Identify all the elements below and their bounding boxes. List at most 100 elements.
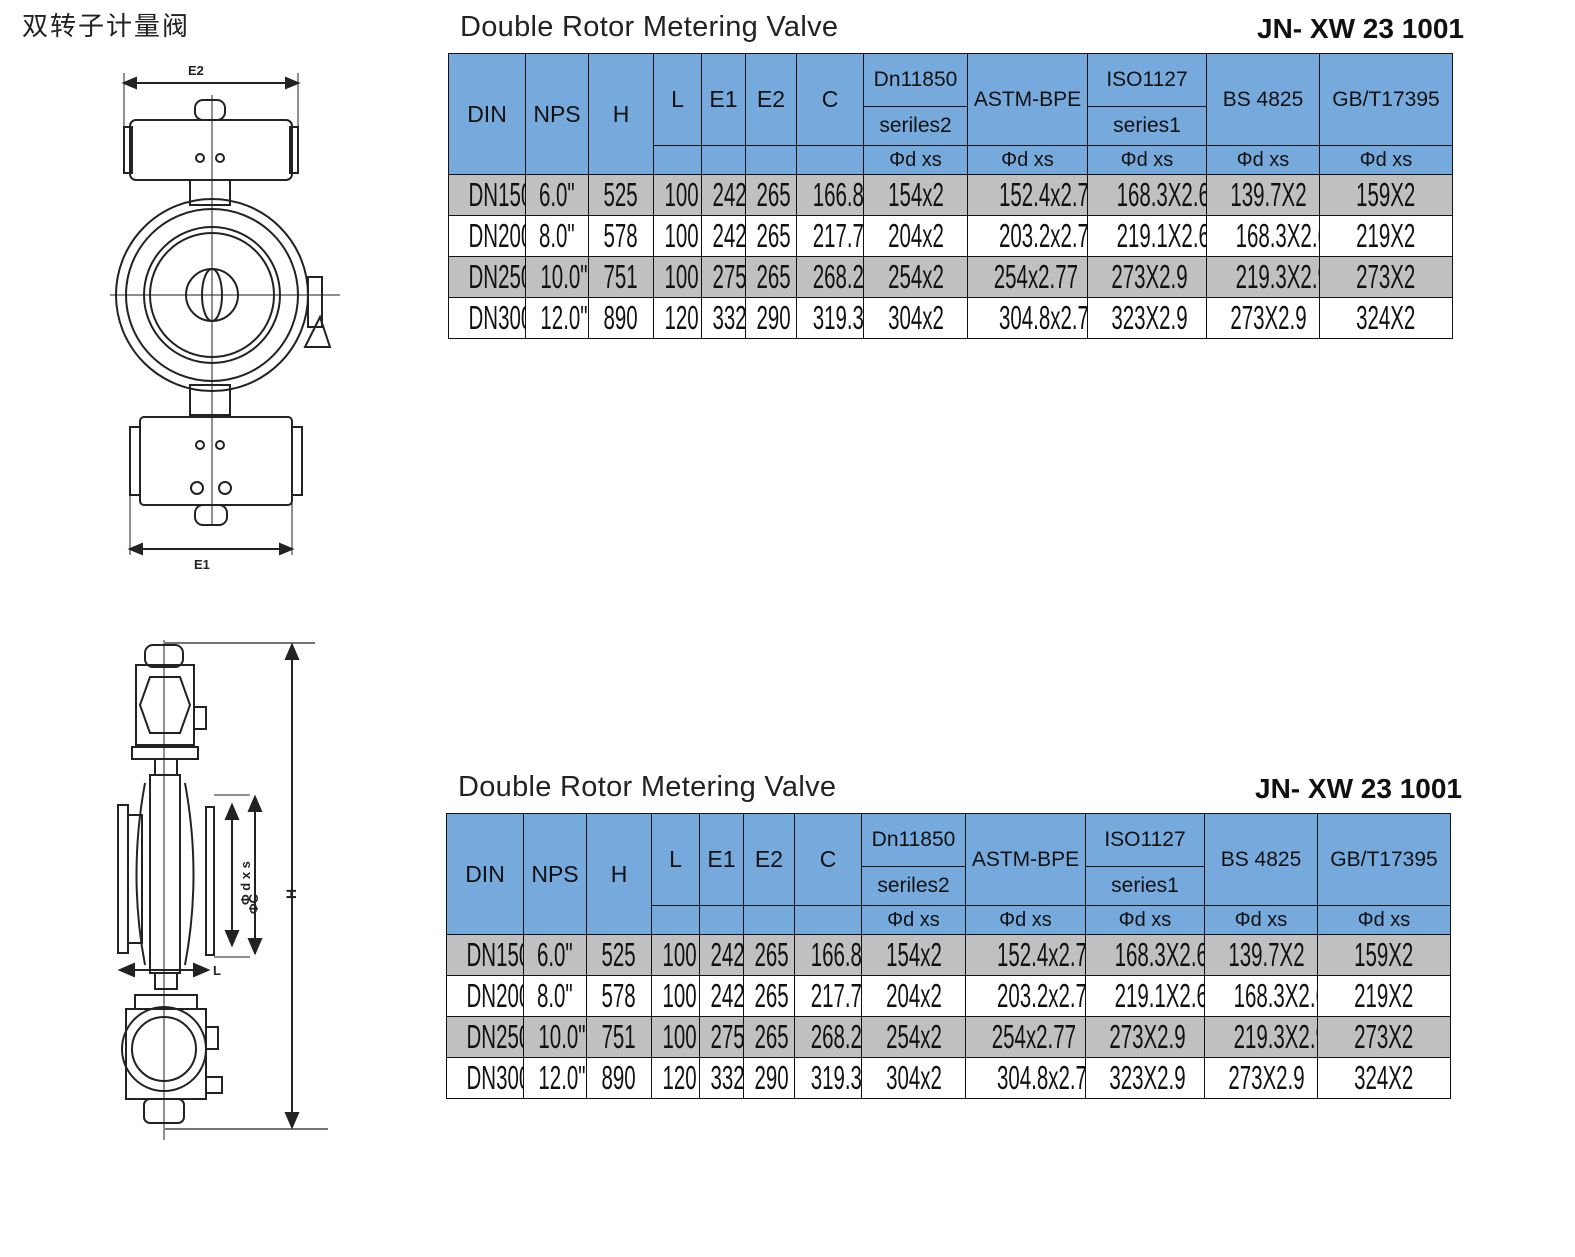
cell-bs4825: 219.3X2.9 [1204,1016,1318,1058]
cell-value: 12.0" [538,1059,586,1096]
cell-value: 100 [662,1018,697,1055]
spec-table: DIN NPS H L E1 E2 C Dn11850 ASTM-BPE ISO… [448,53,1453,339]
cell-gbt17395: 159X2 [1317,934,1451,976]
cell-value: 578 [601,977,637,1014]
cell-nps: 10.0" [525,256,589,298]
header-e2-blank [745,145,797,175]
header-astm-bpe: ASTM-BPE [965,813,1086,906]
cell-value: 254x2.77 [993,258,1078,295]
cell-value: 217.7 [810,977,862,1014]
cell-value: 265 [754,1018,789,1055]
cell-nps: 6.0" [525,174,589,216]
cell-value: 139.7X2 [1228,936,1305,973]
cell-value: 203.2x2.77 [999,217,1086,254]
cell-l: 100 [651,1016,700,1058]
header-e2: E2 [743,813,795,906]
cell-value: 304.8x2.77 [997,1059,1084,1096]
cell-h: 890 [588,297,654,339]
cell-value: DN250 [466,1018,523,1055]
sheet-code: JN- XW 23 1001 [1257,13,1464,44]
cell-value: 152.4x2.77 [997,936,1084,973]
cell-value: DN150 [466,936,523,973]
spec-sheet-bottom: Double Rotor Metering Valve JN- XW 23 10… [446,771,1462,1099]
cell-dn11850: 154x2 [861,934,966,976]
header-e2: E2 [745,53,797,146]
cell-c: 268.2 [796,256,864,298]
cell-e1: 242 [701,215,746,257]
cell-l: 100 [653,174,702,216]
header-l-blank [651,905,700,935]
cell-iso1127: 168.3X2.6 [1085,934,1205,976]
cell-gbt17395: 159X2 [1319,174,1453,216]
cell-e2: 265 [743,934,795,976]
header-phi-dxs: Φd xs [965,905,1086,935]
cell-value: 6.0" [539,176,575,213]
cell-dn11850: 254x2 [861,1016,966,1058]
sheet-code: JN- XW 23 1001 [1255,773,1462,804]
cell-value: 242 [712,176,746,213]
header-phi-dxs: Φd xs [1206,145,1320,175]
header-bs4825: BS 4825 [1204,813,1318,906]
sheet-title: Double Rotor Metering Valve [460,11,839,43]
cell-value: 275 [712,258,746,295]
cell-value: 219.1X2.6 [1114,977,1205,1014]
header-phi-dxs: Φd xs [1087,145,1207,175]
cell-e1: 275 [699,1016,744,1058]
cell-value: 204x2 [885,977,942,1014]
cell-astm-bpe: 152.4x2.77 [965,934,1086,976]
cell-e2: 265 [745,174,797,216]
cell-c: 166.8 [796,174,864,216]
header-c: C [796,53,864,146]
header-dn11850-series: seriles2 [863,106,968,146]
cell-value: 219.3X2.9 [1233,1018,1317,1055]
cell-value: 265 [756,258,791,295]
cell-iso1127: 168.3X2.6 [1087,174,1207,216]
cell-iso1127: 219.1X2.6 [1087,215,1207,257]
header-nps: NPS [525,53,589,175]
cell-value: 332 [710,1059,744,1096]
cell-value: 120 [662,1059,697,1096]
cell-value: DN200 [468,217,525,254]
header-h: H [586,813,652,935]
header-e1: E1 [699,813,744,906]
header-iso1127-series: series1 [1085,866,1205,906]
cell-astm-bpe: 203.2x2.77 [965,975,1086,1017]
header-c-blank [796,145,864,175]
cell-iso1127: 219.1X2.6 [1085,975,1205,1017]
label-phi-dxs: Φ d x s [238,861,253,905]
cell-c: 217.7 [794,975,862,1017]
cell-value: 319.3 [812,299,864,336]
cell-value: 290 [756,299,791,336]
cell-gbt17395: 219X2 [1319,215,1453,257]
cell-value: DN250 [468,258,525,295]
cell-value: 154x2 [885,936,942,973]
cell-astm-bpe: 304.8x2.77 [967,297,1088,339]
header-din: DIN [448,53,526,175]
cell-din: DN300 [446,1057,524,1099]
cell-din: DN250 [448,256,526,298]
header-phi-dxs: Φd xs [1317,905,1451,935]
cell-din: DN200 [448,215,526,257]
header-l: L [653,53,702,146]
cell-c: 166.8 [794,934,862,976]
spec-table: DIN NPS H L E1 E2 C Dn11850 ASTM-BPE ISO… [446,813,1451,1099]
header-dn11850: Dn11850 [863,53,968,107]
table-row: DN30012.0"890120332290319.3304x2304.8x2.… [448,297,1453,339]
valve-front-view-drawing: E2 E1 [110,63,340,572]
label-e2: E2 [188,63,204,78]
cell-astm-bpe: 152.4x2.77 [967,174,1088,216]
cell-value: 100 [664,217,699,254]
cell-value: DN300 [468,299,525,336]
cell-value: 265 [754,936,789,973]
table-row: DN1506.0"525100242265166.8154x2152.4x2.7… [446,934,1451,976]
cell-astm-bpe: 304.8x2.77 [965,1057,1086,1099]
cell-c: 268.2 [794,1016,862,1058]
cell-din: DN250 [446,1016,524,1058]
cell-dn11850: 304x2 [863,297,968,339]
cell-value: 219X2 [1356,217,1416,254]
cell-nps: 6.0" [523,934,587,976]
cell-e1: 275 [701,256,746,298]
cell-astm-bpe: 203.2x2.77 [967,215,1088,257]
cell-value: 890 [601,1059,637,1096]
